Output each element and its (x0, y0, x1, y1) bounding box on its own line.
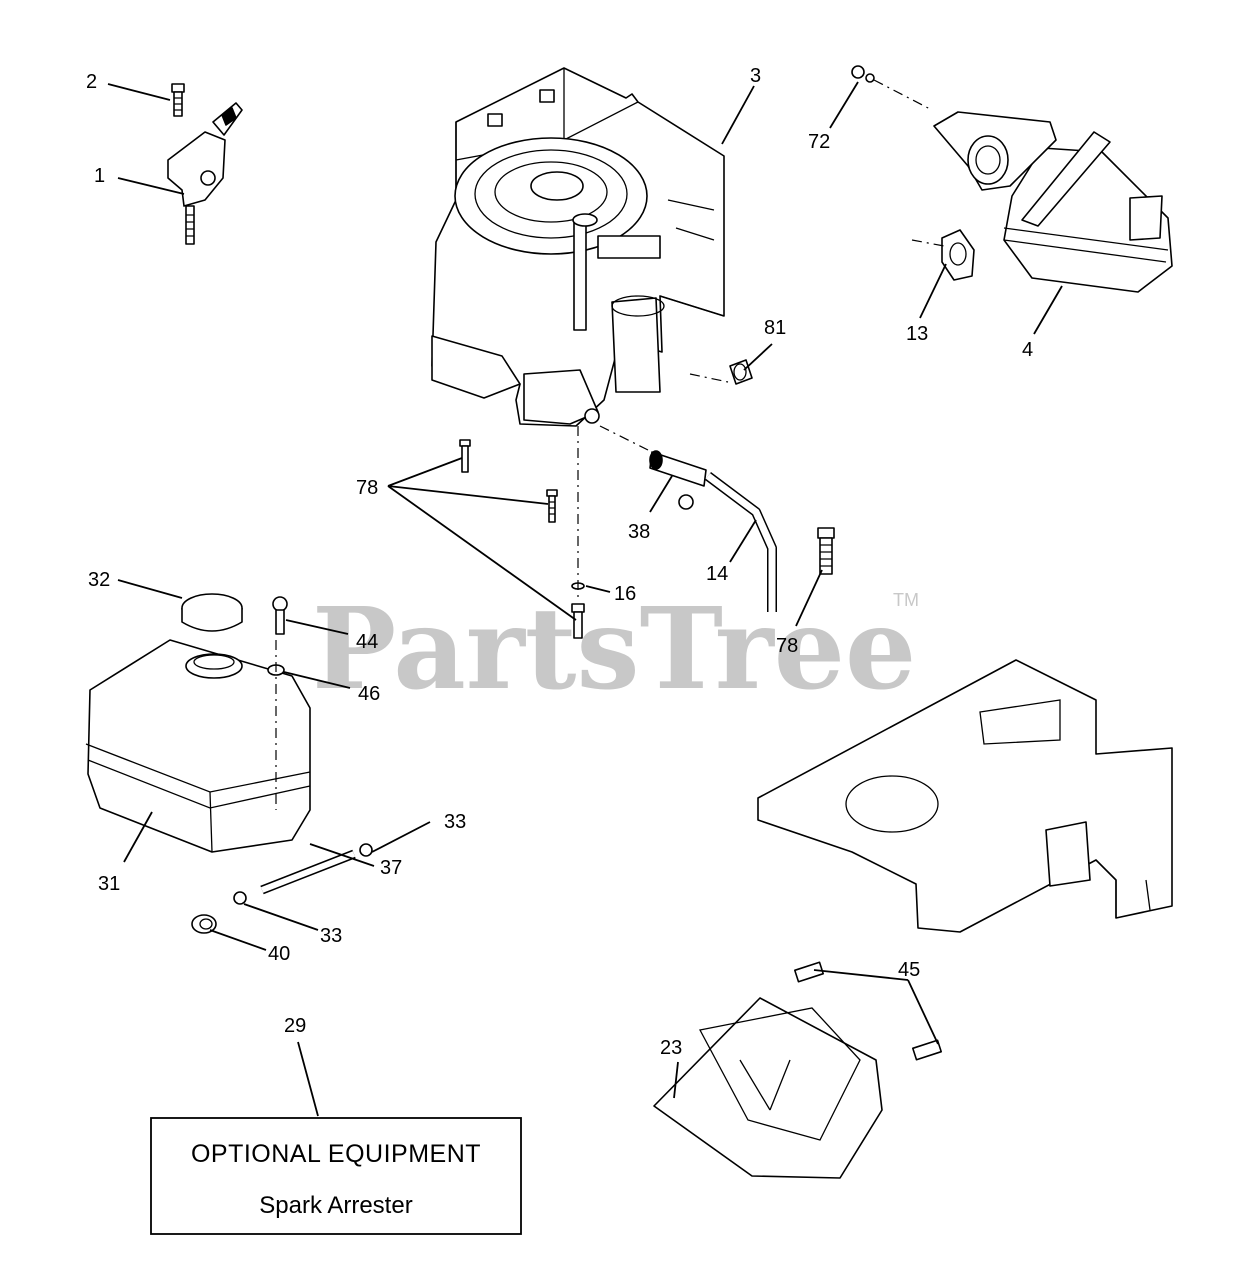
axis-line-38 (599, 425, 649, 451)
callout-78-left: 78 (356, 477, 378, 499)
callout-14: 14 (706, 563, 728, 585)
callout-38: 38 (628, 521, 650, 543)
axis-line-muffler (873, 79, 933, 111)
callout-32: 32 (88, 569, 110, 591)
callout-4: 4 (1022, 339, 1033, 361)
watermark: PartsTree (312, 584, 916, 715)
part-fuel-filter (649, 450, 777, 612)
axis-line-81 (689, 373, 729, 383)
watermark-tm: TM (893, 590, 919, 610)
callout-23: 23 (660, 1037, 682, 1059)
optional-equipment-box: OPTIONAL EQUIPMENT Spark Arrester (150, 1117, 522, 1235)
callout-44: 44 (356, 631, 378, 653)
callout-72: 72 (808, 131, 830, 153)
callout-81: 81 (764, 317, 786, 339)
callout-16: 16 (614, 583, 636, 605)
callout-3: 3 (750, 65, 761, 87)
callout-37: 37 (380, 857, 402, 879)
callout-1: 1 (94, 165, 105, 187)
part-muffler (851, 65, 1173, 293)
optional-equipment-subtitle: Spark Arrester (259, 1192, 412, 1219)
part-engine (431, 67, 725, 427)
callout-33-upper: 33 (444, 811, 466, 833)
callout-labels: 2 1 3 72 13 4 81 78 38 14 16 78 32 44 46… (86, 65, 1033, 1059)
callout-29: 29 (284, 1015, 306, 1037)
part-mounting-plate (757, 659, 1173, 933)
callout-31: 31 (98, 873, 120, 895)
optional-equipment-title: OPTIONAL EQUIPMENT (191, 1140, 481, 1168)
callout-40: 40 (268, 943, 290, 965)
callout-33-lower: 33 (320, 925, 342, 947)
leader-lines (107, 81, 1063, 1117)
callout-2: 2 (86, 71, 97, 93)
callout-45: 45 (898, 959, 920, 981)
part-nut-81 (729, 359, 753, 385)
part-fuel-tank (85, 593, 373, 934)
part-spark-arrester (653, 961, 943, 1179)
axis-line-gasket (911, 239, 945, 247)
callout-46: 46 (358, 683, 380, 705)
part-throttle-control (167, 83, 243, 245)
callout-78-right: 78 (776, 635, 798, 657)
callout-13: 13 (906, 323, 928, 345)
